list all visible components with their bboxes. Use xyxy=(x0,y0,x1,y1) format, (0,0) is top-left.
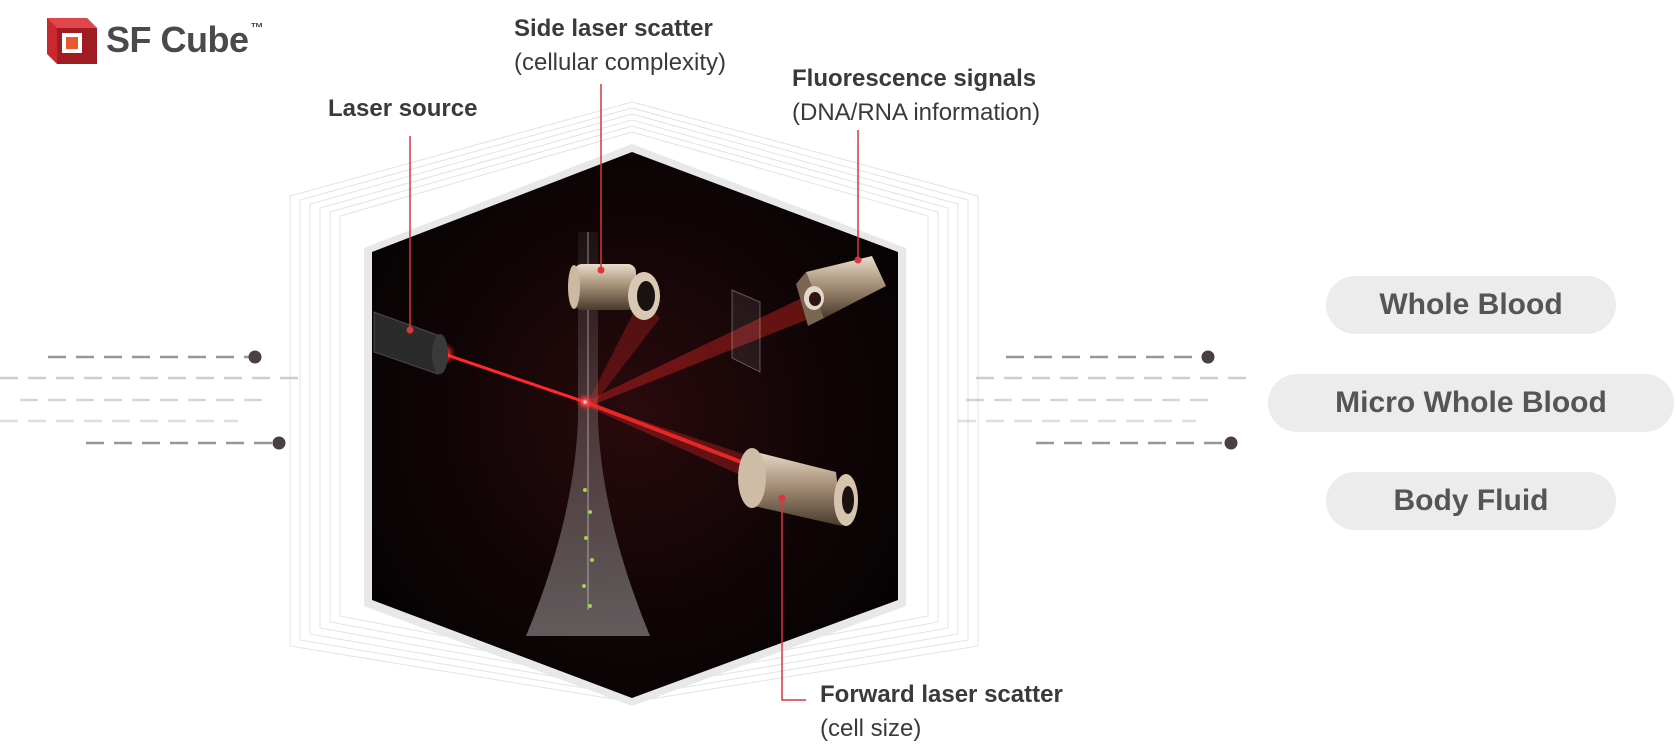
label-side-scatter-title: Side laser scatter xyxy=(514,15,713,42)
forward-scatter-detector xyxy=(738,448,858,526)
logo-trademark: ™ xyxy=(250,20,264,35)
side-scatter-detector xyxy=(568,264,660,320)
output-dash-dots-right xyxy=(1201,350,1238,450)
label-fluorescence-sub: (DNA/RNA information) xyxy=(792,99,1041,126)
logo-cube-icon xyxy=(47,18,97,64)
logo-mark-space xyxy=(46,14,98,66)
label-side-scatter: Side laser scatter (cellular complexity) xyxy=(514,12,726,80)
optical-filter xyxy=(731,289,761,373)
detector-cube xyxy=(364,144,906,706)
fluorescence-detector xyxy=(796,256,886,326)
leader-lines xyxy=(409,84,859,701)
label-forward-scatter-sub: (cell size) xyxy=(820,715,922,742)
label-fluorescence-title: Fluorescence signals xyxy=(792,65,1037,92)
label-fluorescence: Fluorescence signals (DNA/RNA informatio… xyxy=(792,62,1040,130)
output-dash-lines-right xyxy=(958,355,1254,445)
input-dash-dots-left xyxy=(248,350,286,450)
pill-whole-blood: Whole Blood xyxy=(1326,276,1616,334)
laser-beams xyxy=(432,296,816,482)
input-dash-lines-left xyxy=(0,355,302,445)
label-laser-source-title: Laser source xyxy=(328,95,478,122)
pill-body-fluid: Body Fluid xyxy=(1326,472,1616,530)
label-forward-scatter: Forward laser scatter (cell size) xyxy=(820,678,1063,746)
laser-source-housing xyxy=(373,311,448,375)
logo: SF Cube ™ xyxy=(46,14,264,66)
pill-micro-whole-blood: Micro Whole Blood xyxy=(1268,374,1674,432)
label-side-scatter-sub: (cellular complexity) xyxy=(514,49,727,76)
logo-text: SF Cube xyxy=(106,19,249,60)
label-forward-scatter-title: Forward laser scatter xyxy=(820,681,1063,708)
leader-line-dots xyxy=(406,256,862,502)
label-laser-source: Laser source xyxy=(328,92,477,126)
